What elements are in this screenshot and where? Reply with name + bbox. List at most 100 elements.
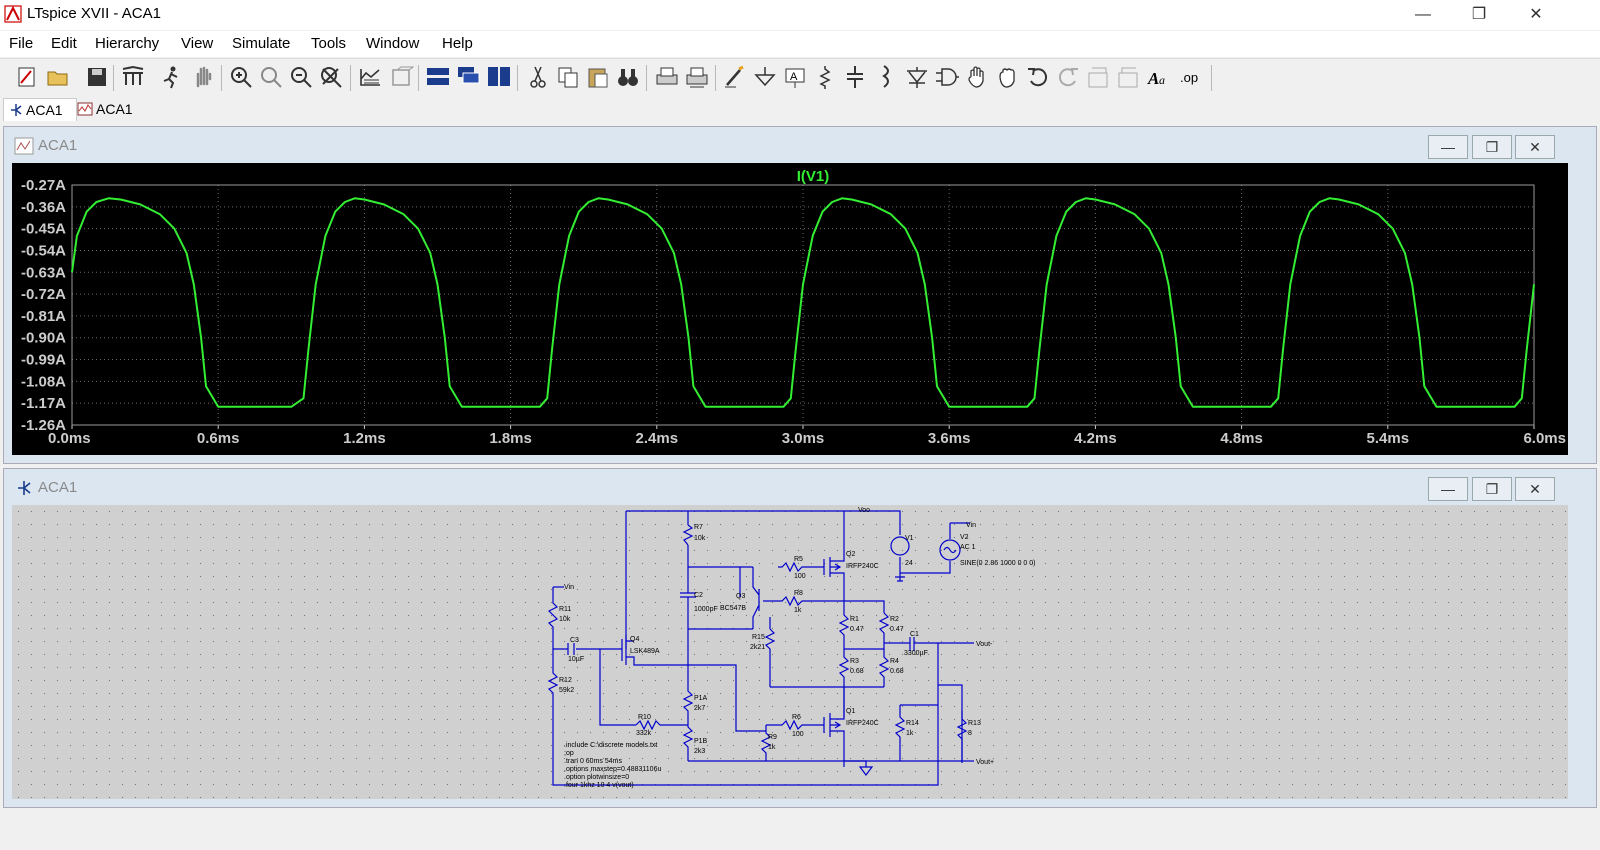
component-value: AC 1 — [960, 544, 976, 551]
spice-directive[interactable]: .four 1khz 10 4 v(vout) — [564, 782, 634, 789]
restore-button[interactable]: ❐ — [1471, 6, 1487, 23]
spice-directive[interactable]: .include C:\discrete models.txt — [564, 742, 657, 749]
spice-directive[interactable]: .option plotwinsize=0 — [564, 774, 629, 781]
component-icon[interactable] — [934, 63, 960, 91]
tile-horizontal-icon[interactable] — [425, 63, 451, 91]
schematic-labels: Voo Vin Vin R7 10k V1 24 V2 AC 1 SINE(0 … — [559, 507, 1036, 766]
capacitor-icon[interactable] — [842, 63, 868, 91]
net-label-vin: Vin — [564, 584, 574, 591]
component-ref: R15 — [752, 634, 765, 641]
menu-window[interactable]: Window — [366, 35, 420, 52]
tile-vertical-icon[interactable] — [486, 63, 512, 91]
waveform-window-title: ACA1 — [38, 137, 78, 154]
svg-text:.op: .op — [1180, 70, 1198, 85]
ltspice-logo-icon — [4, 5, 22, 23]
open-icon[interactable] — [45, 63, 71, 91]
drag-icon[interactable] — [994, 63, 1020, 91]
amplifier-schematic[interactable]: Voo Vin Vin R7 10k V1 24 V2 AC 1 SINE(0 … — [12, 505, 1568, 799]
spice-directive-icon[interactable]: .op — [1178, 63, 1204, 91]
menu-simulate[interactable]: Simulate — [232, 35, 291, 52]
minimize-button[interactable]: — — [1428, 135, 1468, 159]
zoom-full-icon[interactable] — [258, 63, 284, 91]
run-icon[interactable] — [158, 63, 184, 91]
find-icon[interactable] — [615, 63, 641, 91]
new-schematic-icon[interactable] — [14, 63, 40, 91]
print-icon[interactable] — [654, 63, 680, 91]
undo-icon[interactable] — [1025, 63, 1051, 91]
component-ref: R8 — [794, 590, 803, 597]
minimize-button[interactable]: — — [1415, 6, 1431, 23]
component-value: 2k21 — [750, 644, 765, 651]
move-icon[interactable] — [964, 63, 990, 91]
spice-directive[interactable]: ;op — [564, 750, 574, 757]
y-tick-label: -0.99A — [21, 352, 66, 369]
component-ref: P1B — [694, 738, 708, 745]
zoom-in-icon[interactable] — [228, 63, 254, 91]
component-ref: R14 — [906, 720, 919, 727]
menu-view[interactable]: View — [181, 35, 214, 52]
redo-icon[interactable] — [1055, 63, 1081, 91]
menu-tools[interactable]: Tools — [311, 35, 347, 52]
component-value: 100 — [794, 573, 806, 580]
control-panel-icon[interactable] — [120, 63, 146, 91]
component-value: IRFP240C — [846, 563, 879, 570]
grid-icon[interactable] — [388, 63, 415, 91]
resistor-icon[interactable] — [812, 63, 838, 91]
tab-schematic[interactable]: ACA1 — [3, 98, 77, 121]
zoom-out-icon[interactable] — [288, 63, 314, 91]
component-value: 24 — [905, 560, 913, 567]
plot-frame — [71, 184, 1535, 426]
tab-label: ACA1 — [96, 101, 133, 117]
schematic-canvas[interactable]: Voo Vin Vin R7 10k V1 24 V2 AC 1 SINE(0 … — [12, 505, 1568, 799]
svg-text:A: A — [1147, 69, 1159, 88]
wire-icon[interactable] — [722, 63, 748, 91]
mirror-icon[interactable] — [1116, 63, 1142, 91]
close-button[interactable]: ✕ — [1515, 135, 1555, 159]
net-label-vout-minus: Vout- — [976, 641, 993, 648]
x-tick-label: 1.8ms — [489, 430, 532, 447]
menu-hierarchy[interactable]: Hierarchy — [95, 35, 160, 52]
halt-icon[interactable] — [190, 63, 216, 91]
menu-help[interactable]: Help — [442, 35, 473, 52]
toolbar-separator — [1211, 65, 1212, 91]
svg-text:a: a — [1159, 73, 1165, 87]
series-line-iv1 — [71, 197, 1535, 408]
maximize-button[interactable]: ❐ — [1472, 135, 1512, 159]
menu-edit[interactable]: Edit — [51, 35, 77, 52]
close-button[interactable]: ✕ — [1515, 477, 1555, 501]
inductor-icon[interactable] — [872, 63, 898, 91]
autorange-icon[interactable] — [357, 63, 383, 91]
menu-file[interactable]: File — [9, 35, 34, 52]
tab-waveform[interactable]: ACA1 — [74, 98, 154, 120]
component-value: SINE(0 2.86 1000 0 0 0) — [960, 560, 1036, 567]
spice-directive[interactable]: .tran 0 60ms 54ms — [564, 758, 622, 765]
copy-icon[interactable] — [555, 63, 581, 91]
spice-directive[interactable]: .options maxstep=0.48831106u — [564, 766, 661, 773]
cascade-icon[interactable] — [456, 63, 482, 91]
cut-icon[interactable] — [525, 63, 551, 91]
status-bar — [0, 822, 1600, 850]
label-net-icon[interactable]: A — [782, 63, 808, 91]
print-setup-icon[interactable] — [684, 63, 710, 91]
x-tick-label: 2.4ms — [636, 430, 679, 447]
rotate-icon[interactable] — [1086, 63, 1112, 91]
maximize-button[interactable]: ❐ — [1472, 477, 1512, 501]
trace-title: I(V1) — [797, 168, 830, 185]
close-button[interactable]: ✕ — [1529, 6, 1543, 23]
save-icon[interactable] — [84, 63, 110, 91]
toolbar-separator — [517, 65, 518, 91]
ground-icon[interactable] — [752, 63, 778, 91]
component-value: 1000pF — [694, 606, 718, 613]
zoom-cancel-icon[interactable] — [318, 63, 344, 91]
minimize-button[interactable]: — — [1428, 477, 1468, 501]
paste-icon[interactable] — [585, 63, 611, 91]
y-tick-label: -0.27A — [21, 177, 66, 194]
component-ref: Q3 — [736, 593, 745, 600]
diode-icon[interactable] — [904, 63, 930, 91]
spice-directives[interactable]: .include C:\discrete models.txt ;op .tra… — [564, 742, 661, 789]
component-ref: R13 — [968, 720, 981, 727]
